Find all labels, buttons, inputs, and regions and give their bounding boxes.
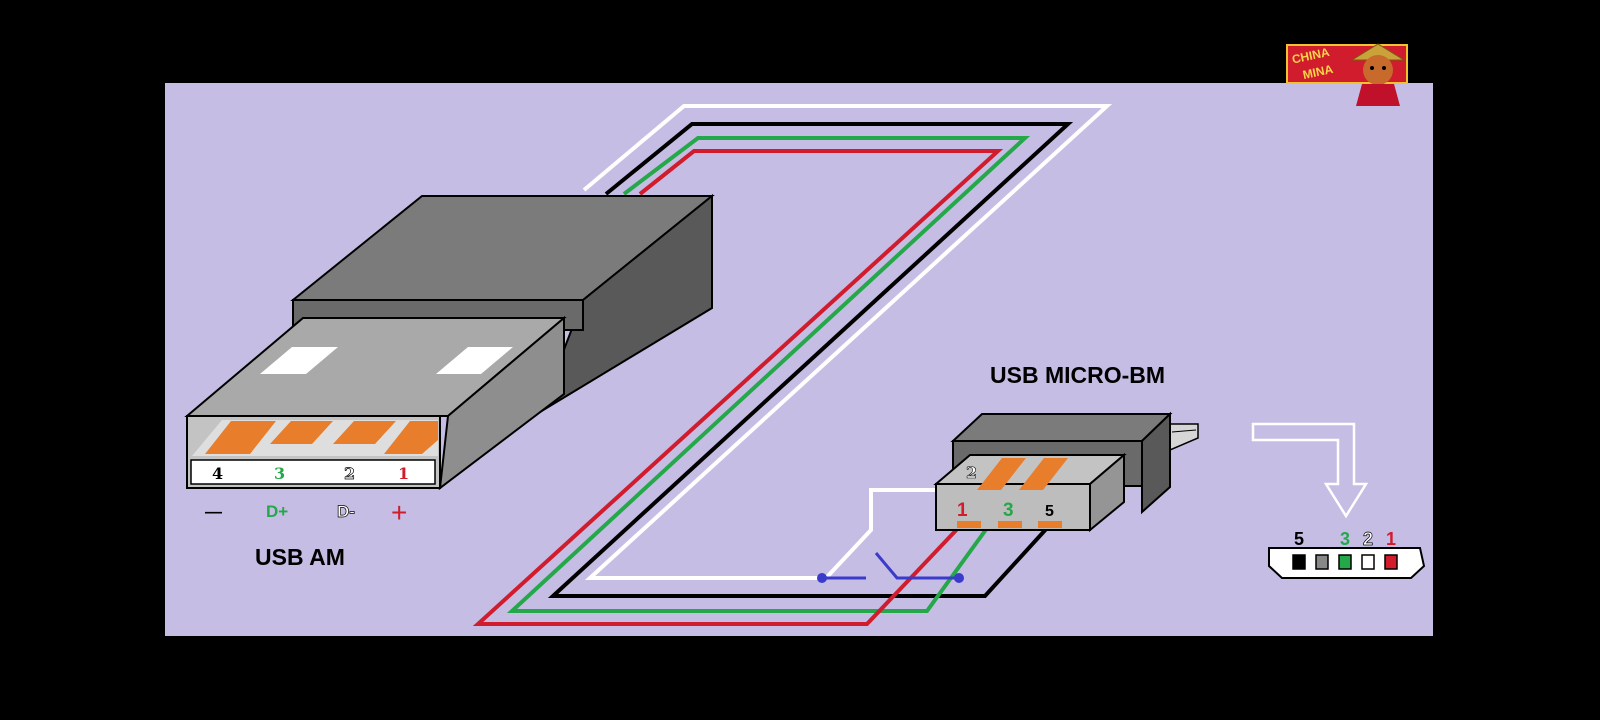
micro-pin-number-2: 2: [966, 463, 977, 482]
wire-white-to-micro: [824, 488, 960, 580]
switch-terminal-left: [817, 573, 827, 583]
logo-scarf-icon: [1356, 84, 1400, 106]
micro-contact-front-5: [1038, 521, 1062, 528]
socket-pin-5: [1384, 554, 1398, 570]
socket-pin-label-2: 2: [1363, 529, 1373, 549]
micro-body-side: [1141, 411, 1171, 515]
logo-eye-right: [1382, 66, 1386, 70]
micro-contact-front-1: [957, 521, 981, 528]
down-arrow-icon: [1251, 422, 1369, 519]
logo-eye-left: [1370, 66, 1374, 70]
socket-pin-4: [1361, 554, 1375, 570]
am-lock-hole-left: [260, 347, 338, 374]
logo-text-line2: MINA: [1301, 62, 1334, 82]
am-signal-vbus: +: [391, 497, 407, 528]
micro-pin-number-1: 1: [957, 500, 968, 521]
switch-terminal-right: [954, 573, 964, 583]
wires: [472, 104, 1113, 626]
switch-lever: [874, 552, 960, 580]
logo-face-icon: [1363, 55, 1393, 85]
usb-micro-title: USB MICRO-BM: [990, 362, 1165, 388]
micro-contact-top-a: [977, 458, 1026, 490]
am-signal-dplus: D+: [266, 502, 288, 521]
am-pin-strip: [190, 459, 436, 485]
am-signal-ground: —: [205, 502, 222, 521]
micro-contact-front-3: [998, 521, 1022, 528]
usb-micro-connector: USB MICRO-BM 2 1 3 5: [933, 362, 1199, 533]
am-pin-number-2: 2: [344, 464, 355, 483]
micro-pin-number-3: 3: [1003, 500, 1014, 521]
usb-am-connector: 4 3 2 1 — D+ D- + USB AM: [184, 193, 715, 570]
socket-pin-label-1: 1: [1386, 529, 1396, 549]
socket-pin-label-3: 3: [1340, 529, 1350, 549]
micro-pin-number-5: 5: [1045, 503, 1054, 520]
am-pin-number-4: 4: [212, 464, 223, 483]
am-signal-dminus: D-: [337, 502, 355, 521]
socket-pin-label-5: 5: [1294, 529, 1304, 549]
am-pin-number-1: 1: [398, 464, 409, 483]
am-contact-2: [333, 421, 396, 444]
socket-pin-2: [1315, 554, 1329, 570]
micro-contact-top-b: [1019, 458, 1068, 490]
usb-am-title: USB AM: [255, 544, 345, 570]
wire-red: [472, 149, 1004, 626]
am-plug-side: [438, 315, 565, 491]
china-mina-logo: CHINA MINA: [1286, 43, 1408, 106]
micro-tail-ridge: [1171, 429, 1197, 433]
am-pin-number-3: 3: [274, 464, 285, 483]
socket-pin-1: [1292, 554, 1306, 570]
wire-white: [582, 104, 1113, 580]
socket-pin-3: [1338, 554, 1352, 570]
am-lock-hole-right: [436, 347, 513, 374]
socket-pins: [1292, 554, 1398, 570]
am-contact-3: [270, 421, 333, 444]
am-contact-4: [205, 421, 276, 454]
micro-body-top: [950, 413, 1173, 442]
wire-black: [547, 122, 1074, 598]
wire-green: [506, 136, 1031, 613]
switch: [817, 552, 964, 583]
am-contact-1: [384, 421, 438, 454]
